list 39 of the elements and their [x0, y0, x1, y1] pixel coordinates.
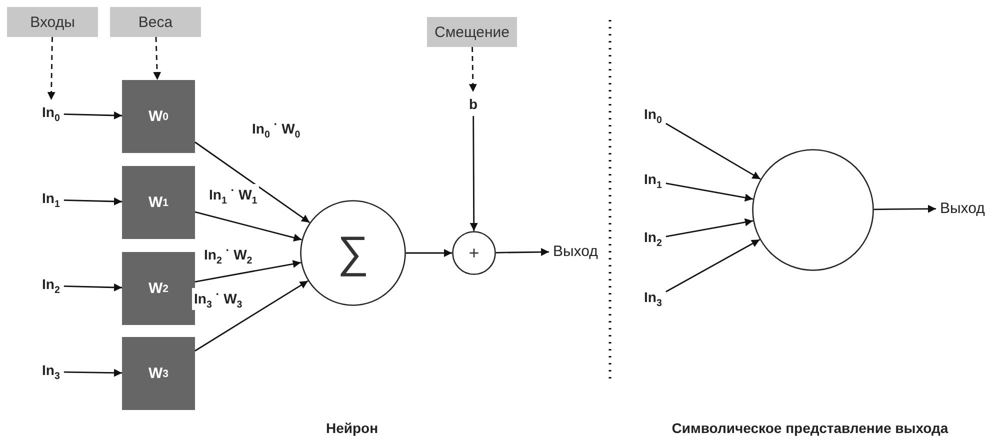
input-label: In$_{1}$	[644, 171, 662, 191]
arrow	[666, 182, 754, 202]
input-label: In$_{0}$	[644, 106, 662, 126]
dashed-arrow	[468, 46, 477, 92]
input-label: In$_{0}$	[42, 104, 60, 124]
arrow	[666, 218, 754, 238]
caption: Нейрон	[326, 420, 378, 436]
bias-tag: Смещение	[427, 17, 517, 47]
weight-tag: Веса	[110, 7, 201, 37]
arrow	[64, 368, 122, 377]
edge-label: In$_{1}$ $^{·}$ W$_{1}$	[207, 184, 260, 206]
input-label: In$_{3}$	[644, 289, 662, 309]
input-label: In$_{1}$	[42, 190, 60, 210]
input-label: b	[469, 96, 478, 112]
input-tag: Входы	[7, 7, 98, 37]
arrow	[406, 249, 452, 257]
arrow	[666, 239, 760, 292]
arrow	[874, 204, 936, 213]
edge-label: In$_{3}$ $^{·}$ W$_{3}$	[192, 288, 244, 310]
arrow	[194, 142, 310, 224]
input-label: In$_{3}$	[42, 362, 60, 382]
arrow	[64, 197, 122, 206]
plus-symbol: +	[468, 244, 480, 262]
arrow	[64, 283, 122, 292]
dashed-arrow	[153, 36, 162, 80]
arrow	[194, 280, 308, 352]
arrow	[470, 116, 478, 231]
arrow	[194, 211, 302, 242]
sum-symbol: ∑	[336, 231, 370, 275]
input-label: In$_{2}$	[644, 229, 662, 249]
input-label: In$_{2}$	[42, 276, 60, 296]
dashed-arrow	[47, 36, 56, 100]
arrow	[666, 122, 761, 180]
arrow	[194, 260, 301, 283]
caption: Символическое представление выхода	[672, 420, 948, 436]
output-label: Выход	[553, 243, 598, 260]
output-label: Выход	[940, 200, 985, 217]
arrow	[64, 111, 122, 120]
arrow	[496, 248, 550, 256]
